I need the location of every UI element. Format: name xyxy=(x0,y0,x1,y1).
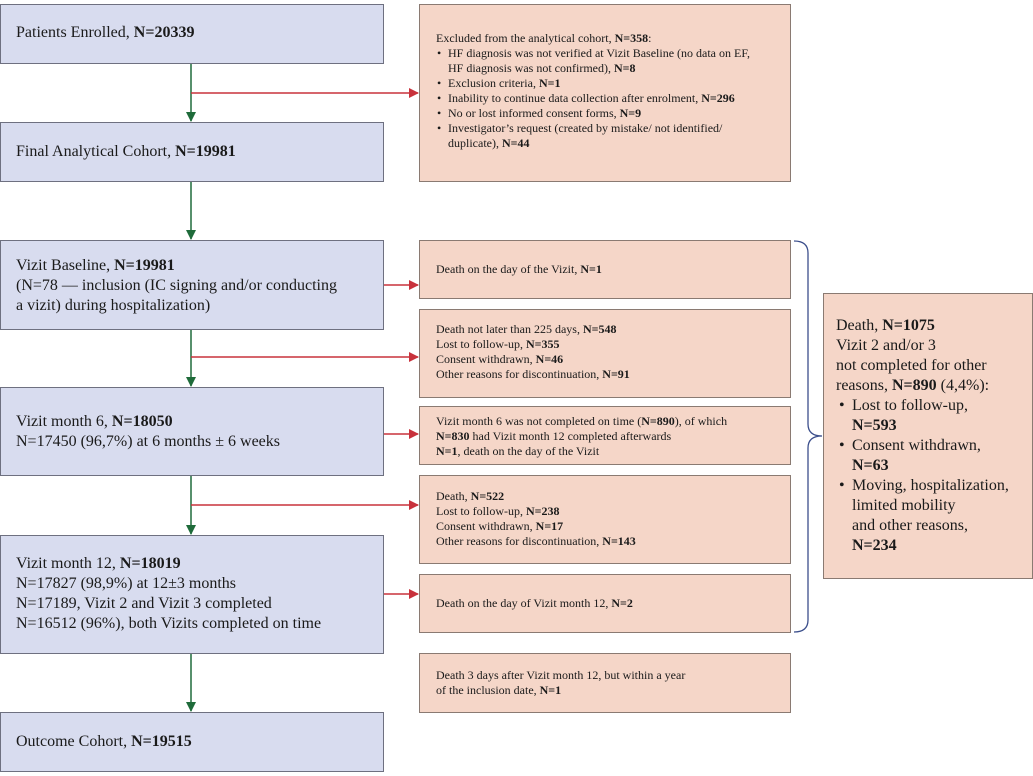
outcome-label: Outcome Cohort, xyxy=(16,733,132,750)
baseline-label: Vizit Baseline, xyxy=(16,257,115,274)
summary-brace xyxy=(793,240,823,633)
final-count: N=19981 xyxy=(175,143,236,160)
box-outcome-cohort: Outcome Cohort, N=19515 xyxy=(0,712,384,772)
after-baseline-row: Other reasons for discontinuation, N=91 xyxy=(436,367,630,381)
summary-item: Moving, hospitalization,limited mobility… xyxy=(836,476,1009,556)
baseline-count: N=19981 xyxy=(114,257,175,274)
month6-count: N=18050 xyxy=(111,413,173,430)
box-excluded: Excluded from the analytical cohort, N=3… xyxy=(419,4,791,182)
box-death-after-month12: Death 3 days after Vizit month 12, but w… xyxy=(419,653,791,713)
excluded-item: Investigator’s request (created by mista… xyxy=(436,121,750,151)
box-death-month12: Death on the day of Vizit month 12, N=2 xyxy=(419,574,791,633)
excluded-item: HF diagnosis was not verified at Vizit B… xyxy=(436,46,750,76)
after-month6-row: Death, N=522 xyxy=(436,489,505,503)
summary-death: Death, N=1075 xyxy=(836,317,935,334)
box-summary: Death, N=1075 Vizit 2 and/or 3 not compl… xyxy=(823,293,1033,579)
month12-label: Vizit month 12, xyxy=(16,555,120,572)
month6-label: Vizit month 6, xyxy=(16,413,112,430)
excluded-list: HF diagnosis was not verified at Vizit B… xyxy=(436,46,750,151)
after-month6-row: Consent withdrawn, N=17 xyxy=(436,519,564,533)
excluded-item: No or lost informed consent forms, N=9 xyxy=(436,106,750,121)
box-month6-late: Vizit month 6 was not completed on time … xyxy=(419,406,791,465)
summary-item: Consent withdrawn,N=63 xyxy=(836,436,1009,476)
after-baseline-row: Death not later than 225 days, N=548 xyxy=(436,322,617,336)
box-vizit-month12: Vizit month 12, N=18019 N=17827 (98,9%) … xyxy=(0,535,384,654)
enrolled-count: N=20339 xyxy=(133,24,195,41)
month12-line3: N=17189, Vizit 2 and Vizit 3 completed xyxy=(16,595,272,612)
after-baseline-row: Consent withdrawn, N=46 xyxy=(436,352,564,366)
outcome-count: N=19515 xyxy=(131,733,192,750)
baseline-line2: (N=78 — inclusion (IC signing and/or con… xyxy=(16,277,337,294)
excluded-item: Exclusion criteria, N=1 xyxy=(436,76,750,91)
month12-count: N=18019 xyxy=(119,555,181,572)
month12-line4: N=16512 (96%), both Vizits completed on … xyxy=(16,615,322,632)
excluded-title: Excluded from the analytical cohort, N=3… xyxy=(436,31,652,45)
box-vizit-month6: Vizit month 6, N=18050 N=17450 (96,7%) a… xyxy=(0,387,384,476)
after-month6-row: Other reasons for discontinuation, N=143 xyxy=(436,534,636,548)
after-baseline-row: Lost to follow-up, N=355 xyxy=(436,337,560,351)
month6-line2: N=17450 (96,7%) at 6 months ± 6 weeks xyxy=(16,433,280,450)
baseline-line3: a vizit) during hospitalization) xyxy=(16,297,211,314)
excluded-item: Inability to continue data collection af… xyxy=(436,91,750,106)
box-after-month6: Death, N=522 Lost to follow-up, N=238 Co… xyxy=(419,475,791,564)
box-after-baseline: Death not later than 225 days, N=548 Los… xyxy=(419,309,791,398)
enrolled-label: Patients Enrolled, xyxy=(16,24,134,41)
summary-list: Lost to follow-up,N=593 Consent withdraw… xyxy=(836,396,1009,556)
after-month6-row: Lost to follow-up, N=238 xyxy=(436,504,560,518)
month12-line2: N=17827 (98,9%) at 12±3 months xyxy=(16,575,237,592)
box-final-cohort: Final Analytical Cohort, N=19981 xyxy=(0,122,384,182)
box-death-visit: Death on the day of the Vizit, N=1 xyxy=(419,240,791,299)
box-patients-enrolled: Patients Enrolled, N=20339 xyxy=(0,4,384,64)
box-vizit-baseline: Vizit Baseline, N=19981 (N=78 — inclusio… xyxy=(0,240,384,330)
summary-item: Lost to follow-up,N=593 xyxy=(836,396,1009,436)
final-label: Final Analytical Cohort, xyxy=(16,143,176,160)
